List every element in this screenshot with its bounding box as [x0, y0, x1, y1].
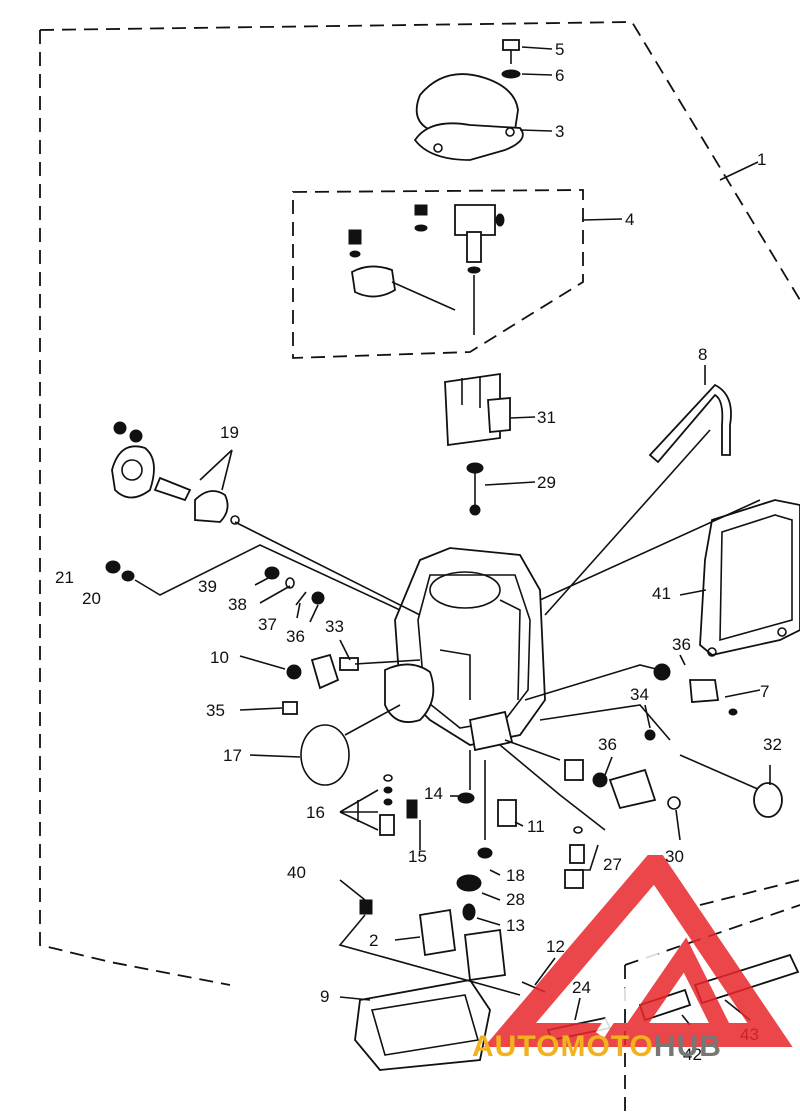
part-32-starter-plunger: [679, 754, 783, 818]
part-36-washer-a: [311, 591, 325, 605]
label-4: 4: [625, 210, 634, 229]
part-19-throttle-shaft-assy: [111, 421, 240, 525]
part-labels: 5 6 3 1 4 8 31 19 29 21 39 41 20 38 37 3…: [55, 40, 782, 1064]
assembly-boundary: [39, 21, 800, 986]
part-4-needle-kit: [348, 204, 505, 335]
label-33: 33: [325, 617, 344, 636]
label-35: 35: [206, 701, 225, 720]
label-31: 31: [537, 408, 556, 427]
label-41: 41: [652, 584, 671, 603]
label-37: 37: [258, 615, 277, 634]
part-17-o-ring: [300, 724, 350, 786]
watermark-text-part2: HUB: [653, 1030, 722, 1063]
part-15-jet: [406, 799, 418, 819]
label-11: 11: [527, 817, 545, 836]
label-17: 17: [223, 746, 242, 765]
label-36c: 36: [598, 735, 617, 754]
label-38: 38: [228, 595, 247, 614]
part-3-top-cover: [413, 73, 524, 161]
part-38-o-ring: [285, 577, 295, 589]
part-18-main-jet: [477, 847, 493, 859]
label-28: 28: [506, 890, 525, 909]
needle-kit-boundary: [292, 189, 584, 359]
part-11-needle-jet: [497, 799, 517, 827]
label-24: 24: [572, 978, 591, 997]
label-21: 21: [55, 568, 74, 587]
part-7-screw: [689, 679, 738, 716]
part-35-screw: [282, 701, 298, 715]
label-16: 16: [306, 803, 325, 822]
part-28-float-needle: [456, 874, 482, 892]
label-20: 20: [82, 589, 101, 608]
watermark-text-part1: AUTOMOTO: [472, 1030, 654, 1063]
spring-near-body: [564, 759, 584, 781]
label-6: 6: [555, 66, 564, 85]
part-20-washer: [121, 570, 135, 582]
label-29: 29: [537, 473, 556, 492]
label-34: 34: [630, 685, 649, 704]
label-36a: 36: [286, 627, 305, 646]
label-12: 12: [546, 937, 565, 956]
label-39: 39: [198, 577, 217, 596]
part-34-o-ring: [644, 729, 656, 741]
part-6-washer: [501, 69, 521, 79]
part-8-hose: [648, 383, 732, 464]
label-32: 32: [763, 735, 782, 754]
label-13: 13: [506, 916, 525, 935]
part-29-jet-needle-holder: [466, 462, 484, 516]
label-2: 2: [369, 931, 378, 950]
part-30-lever: [608, 768, 681, 810]
part-36-washer-b: [653, 663, 671, 681]
part-37-spring: [295, 591, 307, 606]
part-5-screw: [502, 39, 520, 64]
label-8: 8: [698, 345, 707, 364]
label-5: 5: [555, 40, 564, 59]
part-36-washer-c: [592, 772, 608, 788]
part-16-pilot-screw-set: [379, 774, 395, 836]
label-27: 27: [603, 855, 622, 874]
label-10: 10: [210, 648, 229, 667]
part-13-jet: [462, 903, 476, 921]
part-31-throttle-valve: [444, 372, 511, 447]
part-27-starter-plunger: [564, 826, 585, 889]
label-19: 19: [220, 423, 239, 442]
label-9: 9: [320, 987, 329, 1006]
watermark-text: AUTOMOTOHUB: [472, 1030, 722, 1064]
label-7: 7: [760, 682, 769, 701]
carburetor-body: [384, 547, 546, 752]
part-41-side-cover: [699, 499, 800, 657]
part-14-washer: [457, 792, 475, 804]
part-39-cap: [264, 566, 280, 580]
label-15: 15: [408, 847, 427, 866]
part-21-screw: [105, 560, 121, 574]
watermark-logo: [483, 855, 793, 1047]
part-10-nut: [286, 664, 302, 680]
label-3: 3: [555, 122, 564, 141]
label-18: 18: [506, 866, 525, 885]
label-14: 14: [424, 784, 443, 803]
label-40: 40: [287, 863, 306, 882]
label-1: 1: [757, 150, 766, 169]
part-33-screw: [310, 653, 359, 690]
part-2-float: [418, 908, 506, 982]
part-40-screw: [359, 899, 373, 915]
part-9-float-bowl: [354, 979, 491, 1071]
label-36b: 36: [672, 635, 691, 654]
label-42: 42: [683, 1045, 702, 1064]
label-30: 30: [665, 847, 684, 866]
